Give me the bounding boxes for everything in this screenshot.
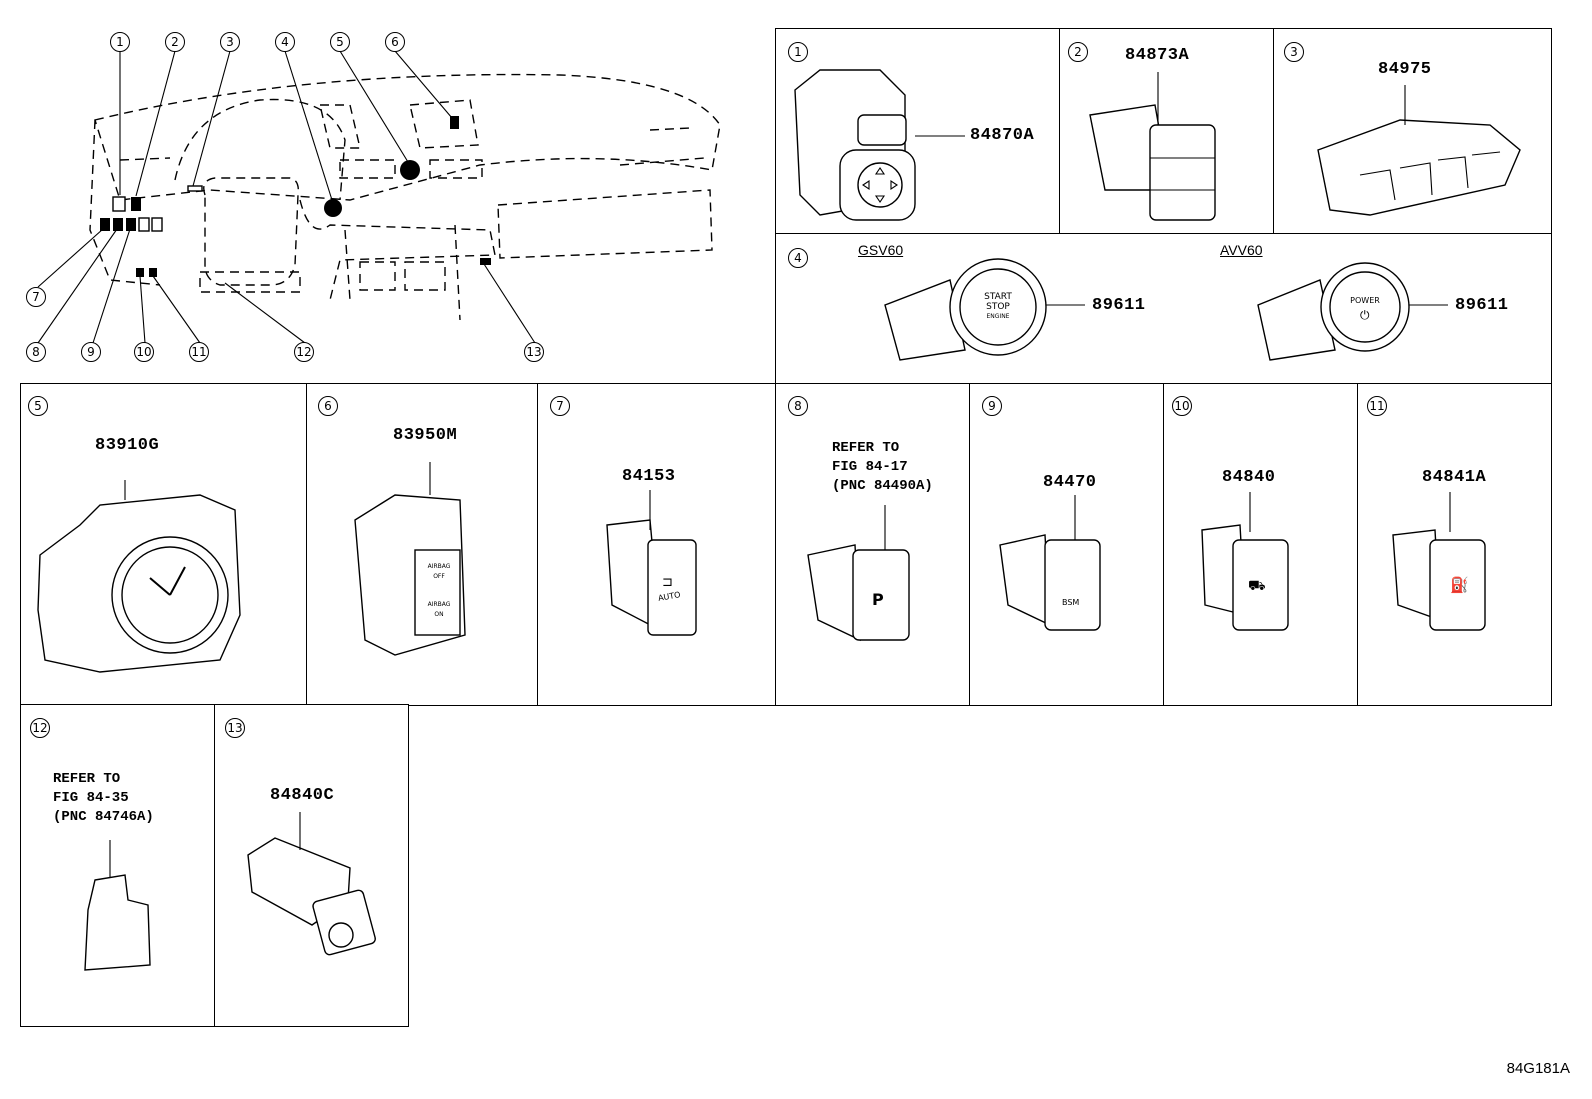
part-number-89611-gsv60[interactable]: 89611 bbox=[1092, 296, 1146, 315]
callout-13: 13 bbox=[524, 342, 544, 362]
fuel-lid-switch-drawing bbox=[1392, 492, 1486, 631]
part-number-84873a[interactable]: 84873A bbox=[1125, 46, 1190, 65]
overview-switch-markers bbox=[100, 116, 491, 277]
switch-84153-drawing bbox=[606, 490, 697, 636]
panel-12-number: 12 bbox=[30, 718, 50, 738]
part-number-83950m[interactable]: 83950M bbox=[393, 426, 458, 445]
figure-code: 84G181A bbox=[1506, 1060, 1570, 1077]
start-text: START bbox=[984, 292, 1012, 302]
part-number-89611-avv60[interactable]: 89611 bbox=[1455, 296, 1509, 315]
panel-3-number: 3 bbox=[1284, 42, 1304, 62]
off-label: OFF bbox=[433, 573, 445, 580]
airbag-indicator-drawing bbox=[354, 462, 466, 656]
overview-leaders bbox=[37, 50, 536, 344]
part-number-84870a[interactable]: 84870A bbox=[970, 126, 1035, 145]
part-number-84840c[interactable]: 84840C bbox=[270, 786, 335, 805]
panel-10-number: 10 bbox=[1172, 396, 1192, 416]
switch-84746a-drawing bbox=[84, 840, 151, 971]
mirror-switch-drawing bbox=[794, 69, 965, 221]
callout-2: 2 bbox=[165, 32, 185, 52]
panel-2-number: 2 bbox=[1068, 42, 1088, 62]
callout-3: 3 bbox=[220, 32, 240, 52]
panel-4-number: 4 bbox=[788, 248, 808, 268]
engine-text: ENGINE bbox=[986, 313, 1010, 320]
on-label: ON bbox=[434, 611, 444, 618]
part-number-84840[interactable]: 84840 bbox=[1222, 468, 1276, 487]
panel-8-number: 8 bbox=[788, 396, 808, 416]
switch-84975-drawing bbox=[1317, 85, 1521, 216]
variant-label-avv60: AVV60 bbox=[1220, 242, 1263, 258]
callout-11: 11 bbox=[189, 342, 209, 362]
switch-84873a-drawing bbox=[1089, 72, 1216, 221]
callout-8: 8 bbox=[26, 342, 46, 362]
panel-9-number: 9 bbox=[982, 396, 1002, 416]
panel-13-number: 13 bbox=[225, 718, 245, 738]
power-switch-drawing bbox=[1257, 262, 1448, 361]
part-number-84153[interactable]: 84153 bbox=[622, 467, 676, 486]
callout-7: 7 bbox=[26, 287, 46, 307]
reference-note-fig-84-35[interactable]: REFER TO FIG 84-35 (PNC 84746A) bbox=[53, 771, 154, 825]
clock-drawing bbox=[37, 480, 241, 673]
callout-12: 12 bbox=[294, 342, 314, 362]
start-stop-switch-drawing bbox=[884, 258, 1085, 361]
panel-1-number: 1 bbox=[788, 42, 808, 62]
trunk-icon: ⛟ bbox=[1248, 578, 1266, 594]
callout-1: 1 bbox=[110, 32, 130, 52]
callout-5: 5 bbox=[330, 32, 350, 52]
variant-label-gsv60: GSV60 bbox=[858, 242, 904, 258]
part-number-84975[interactable]: 84975 bbox=[1378, 60, 1432, 79]
panel-8 bbox=[775, 383, 971, 706]
panel-6-number: 6 bbox=[318, 396, 338, 416]
part-number-84470[interactable]: 84470 bbox=[1043, 473, 1097, 492]
stop-text: STOP bbox=[986, 302, 1010, 312]
callout-9: 9 bbox=[81, 342, 101, 362]
power-icon: ⏻ bbox=[1360, 308, 1370, 322]
start-stop-engine-text: START STOP ENGINE bbox=[975, 292, 1021, 322]
trunk-switch-drawing bbox=[1201, 492, 1289, 631]
callout-4: 4 bbox=[275, 32, 295, 52]
airbag-label-2: AIRBAG bbox=[427, 601, 451, 608]
panel-5-number: 5 bbox=[28, 396, 48, 416]
part-number-84841a[interactable]: 84841A bbox=[1422, 468, 1487, 487]
part-number-83910g[interactable]: 83910G bbox=[95, 436, 160, 455]
parking-icon: P bbox=[872, 590, 884, 609]
airbag-labels: AIRBAG OFF AIRBAG ON bbox=[420, 562, 458, 620]
bsm-label: BSM bbox=[1062, 598, 1080, 607]
callout-10: 10 bbox=[134, 342, 154, 362]
reference-note-fig-84-17[interactable]: REFER TO FIG 84-17 (PNC 84490A) bbox=[832, 440, 933, 494]
dashboard-outline bbox=[89, 73, 721, 321]
panel-11-number: 11 bbox=[1367, 396, 1387, 416]
panel-overview bbox=[20, 28, 777, 384]
panel-12 bbox=[20, 704, 216, 1027]
parking-switch-drawing bbox=[807, 505, 910, 642]
fuel-icon: ⛽ bbox=[1450, 576, 1469, 594]
bsm-switch-drawing bbox=[999, 495, 1101, 631]
switch-84840c-drawing bbox=[247, 812, 376, 956]
headlight-icon: ⊐ bbox=[662, 575, 673, 590]
callout-6: 6 bbox=[385, 32, 405, 52]
airbag-label-1: AIRBAG bbox=[427, 563, 451, 570]
power-text: POWER bbox=[1350, 296, 1380, 305]
panel-7-number: 7 bbox=[550, 396, 570, 416]
